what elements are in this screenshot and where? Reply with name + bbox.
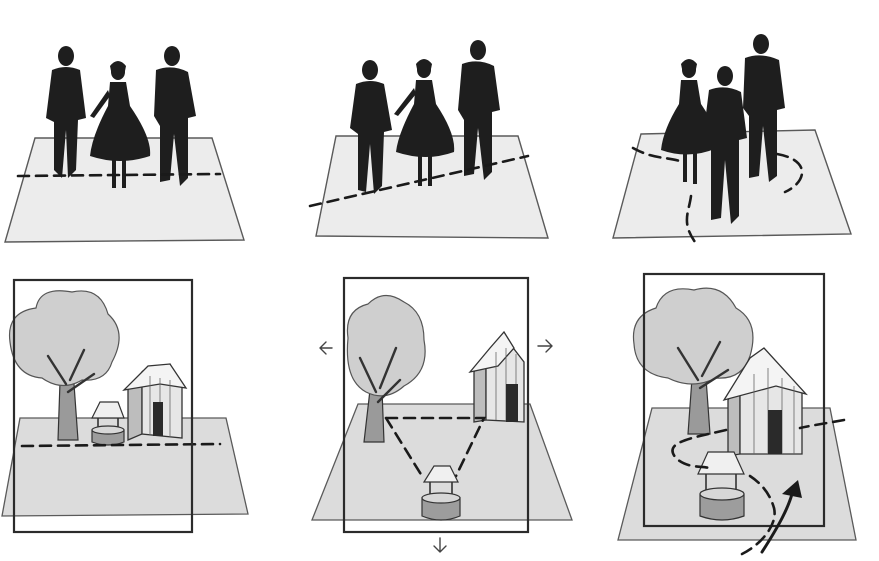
people-curved-path-panel — [605, 30, 865, 260]
scene-straight-axis-panel — [0, 272, 260, 542]
people-curved-path-sketch — [605, 30, 865, 260]
people-diagonal-axis-sketch — [300, 30, 560, 260]
scene-curved-path-sketch — [612, 262, 874, 558]
scene-curved-path-panel — [612, 262, 874, 558]
shed — [124, 364, 186, 440]
shed — [470, 332, 524, 422]
arrow-right-icon — [538, 340, 552, 352]
people-diagonal-axis-panel — [300, 30, 560, 260]
scene-triangle-layout-panel — [300, 262, 580, 557]
scene-triangle-layout-sketch — [300, 262, 580, 557]
arrow-left-icon — [320, 342, 332, 354]
ground-plane — [2, 418, 248, 516]
arrow-down-icon — [434, 538, 446, 552]
people-straight-axis-sketch — [0, 30, 260, 260]
people-straight-axis-panel — [0, 30, 260, 260]
scene-straight-axis-sketch — [0, 272, 260, 542]
